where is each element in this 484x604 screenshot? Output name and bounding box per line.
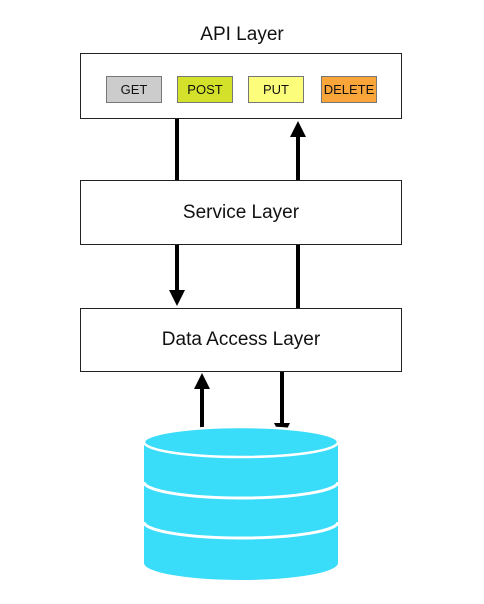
database-top (142, 425, 340, 459)
database-ring-2 (142, 521, 340, 540)
api-layer-title: API Layer (200, 24, 284, 45)
delete-method-tag: DELETE (321, 76, 377, 103)
data-access-layer-box: Data Access Layer (80, 308, 402, 372)
get-method-tag: GET (106, 76, 162, 103)
post-method-tag: POST (177, 76, 233, 103)
service-layer-box: Service Layer (80, 180, 402, 245)
database-ring-1 (142, 481, 340, 500)
database-icon (142, 425, 340, 580)
data-access-layer-label: Data Access Layer (161, 329, 321, 350)
put-method-tag: PUT (248, 76, 304, 103)
api-layer-box: GET POST PUT DELETE (80, 53, 402, 119)
service-layer-label: Service Layer (182, 201, 300, 223)
database-body (144, 442, 338, 580)
